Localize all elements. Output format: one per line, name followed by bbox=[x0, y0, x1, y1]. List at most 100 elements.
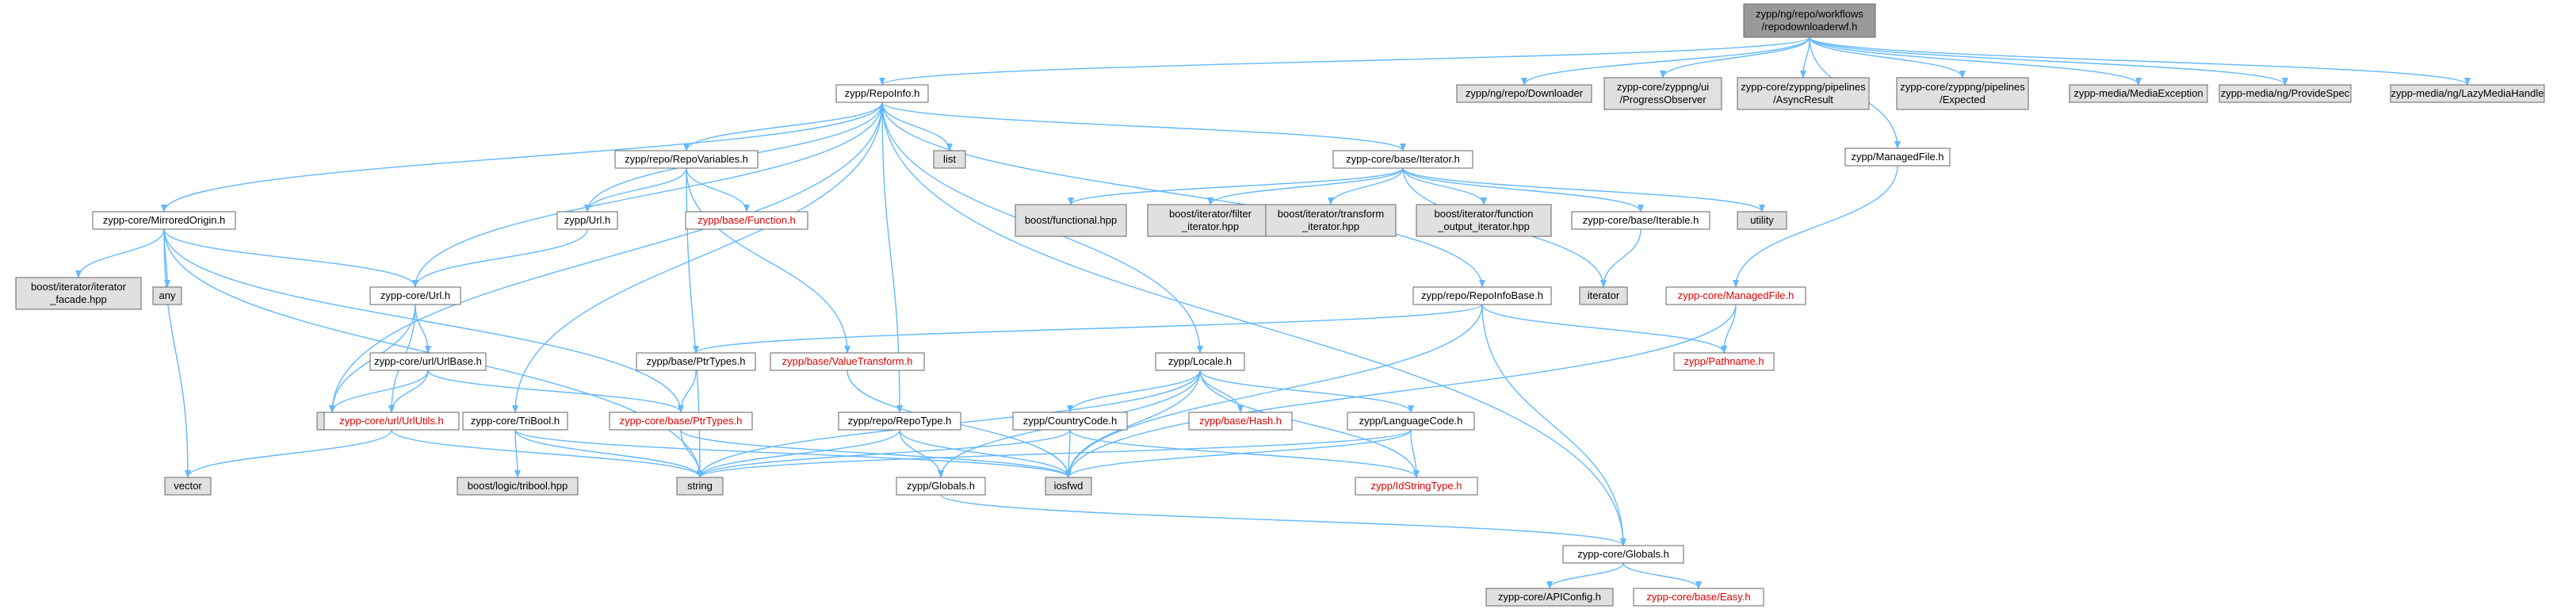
node-label-tribool: zypp-core/TriBool.h bbox=[471, 415, 560, 427]
node-baseeasy[interactable]: zypp-core/base/Easy.h bbox=[1633, 588, 1764, 607]
node-label-progobs: /ProgressObserver bbox=[1619, 94, 1707, 105]
node-label-providespec: zypp-media/ng/ProvideSpec bbox=[2221, 87, 2350, 99]
edge-iterator-to-funcoutiter bbox=[1402, 167, 1487, 205]
node-progobs[interactable]: zypp-core/zyppng/ui/ProgressObserver bbox=[1603, 77, 1722, 110]
node-coreglobals[interactable]: zypp-core/Globals.h bbox=[1562, 545, 1684, 564]
edge-repovars-to-basefunc bbox=[686, 167, 750, 213]
edge-iterator-to-filteriter bbox=[1207, 167, 1404, 205]
node-label-coremanaged: zypp-core/ManagedFile.h bbox=[1678, 289, 1794, 301]
edge-repoinfobase-to-coreglobals bbox=[1481, 304, 1626, 546]
node-root[interactable]: zypp/ng/repo/workflows/repodownloaderwf.… bbox=[1743, 3, 1876, 38]
node-valuetransform[interactable]: zypp/base/ValueTransform.h bbox=[770, 352, 925, 371]
node-urlutils[interactable]: zypp-core/url/UrlUtils.h bbox=[323, 412, 460, 431]
edge-repovars-to-valuetransform bbox=[686, 167, 850, 354]
node-label-baseptr: zypp/base/PtrTypes.h bbox=[646, 355, 745, 367]
node-booltri[interactable]: boost/logic/tribool.hpp bbox=[457, 477, 579, 496]
node-list[interactable]: list bbox=[933, 150, 966, 169]
node-label-mirrored: zypp-core/MirroredOrigin.h bbox=[103, 214, 226, 226]
node-managedfile[interactable]: zypp/ManagedFile.h bbox=[1844, 148, 1951, 167]
node-string[interactable]: string bbox=[676, 477, 724, 496]
node-filteriter[interactable]: boost/iterator/filter_iterator.hpp bbox=[1147, 204, 1274, 237]
edge-root-to-providespec bbox=[1809, 36, 2288, 86]
node-label-progobs: zypp-core/zyppng/ui bbox=[1617, 81, 1709, 93]
edge-globals-to-coreglobals bbox=[940, 494, 1626, 546]
node-repovars[interactable]: zypp/repo/RepoVariables.h bbox=[614, 150, 759, 169]
node-label-lazymedia: zypp-media/ng/LazyMediaHandle bbox=[2391, 87, 2544, 99]
node-label-asyncres: zypp-core/zyppng/pipelines bbox=[1741, 81, 1866, 93]
node-apiconfig[interactable]: zypp-core/APIConfig.h bbox=[1485, 588, 1614, 607]
node-label-filteriter: boost/iterator/filter bbox=[1169, 208, 1252, 220]
node-iosfwd[interactable]: iosfwd bbox=[1045, 477, 1092, 496]
edge-urlbase-to-set bbox=[329, 370, 429, 413]
node-utility[interactable]: utility bbox=[1737, 211, 1787, 230]
node-repotype[interactable]: zypp/repo/RepoType.h bbox=[838, 412, 961, 431]
edge-repotype-to-iosfwd bbox=[899, 429, 1072, 478]
node-mirrored[interactable]: zypp-core/MirroredOrigin.h bbox=[92, 211, 236, 230]
node-urlbase[interactable]: zypp-core/url/UrlBase.h bbox=[369, 352, 487, 371]
edge-repoinfo-to-mirrored bbox=[161, 102, 883, 213]
node-label-valuetransform: zypp/base/ValueTransform.h bbox=[782, 355, 913, 367]
node-box-coreglobals bbox=[1562, 545, 1684, 564]
node-box-iterator bbox=[1332, 150, 1473, 169]
node-tribool[interactable]: zypp-core/TriBool.h bbox=[462, 412, 568, 431]
node-label-iterfacade: _facade.hpp bbox=[49, 293, 107, 305]
edge-coreglobals-to-baseeasy bbox=[1622, 562, 1702, 589]
edge-coremanaged-to-iosfwd bbox=[1065, 304, 1737, 478]
node-coreptr[interactable]: zypp-core/base/PtrTypes.h bbox=[609, 412, 753, 431]
node-repoinfobase[interactable]: zypp/repo/RepoInfoBase.h bbox=[1412, 286, 1552, 305]
node-ngdownloader[interactable]: zypp/ng/repo/Downloader bbox=[1456, 84, 1592, 103]
node-idstring[interactable]: zypp/IdStringType.h bbox=[1355, 477, 1478, 496]
edges-layer bbox=[75, 36, 2471, 589]
node-asyncres[interactable]: zypp-core/zyppng/pipelines/AsyncResult bbox=[1737, 77, 1870, 110]
edge-root-to-ngdownloader bbox=[1521, 36, 1810, 86]
node-countrycode[interactable]: zypp/CountryCode.h bbox=[1012, 412, 1128, 431]
node-corefurl[interactable]: zypp-core/Url.h bbox=[369, 286, 461, 305]
node-providespec[interactable]: zypp-media/ng/ProvideSpec bbox=[2219, 84, 2352, 103]
node-box-iosfwd bbox=[1045, 477, 1092, 496]
node-repoinfo[interactable]: zypp/RepoInfo.h bbox=[835, 84, 929, 103]
edge-langcode-to-iosfwd bbox=[1065, 429, 1412, 478]
node-box-langcode bbox=[1347, 412, 1475, 431]
node-coremanaged[interactable]: zypp-core/ManagedFile.h bbox=[1665, 286, 1806, 305]
node-box-corefurl bbox=[369, 286, 461, 305]
edge-urlh-to-corefurl bbox=[412, 228, 588, 288]
node-box-booltri bbox=[457, 477, 579, 496]
node-box-baseeasy bbox=[1633, 588, 1764, 607]
node-iterator[interactable]: zypp-core/base/Iterator.h bbox=[1332, 150, 1473, 169]
node-langcode[interactable]: zypp/LanguageCode.h bbox=[1347, 412, 1475, 431]
edge-root-to-mediaexc bbox=[1809, 36, 2142, 86]
node-vector[interactable]: vector bbox=[164, 477, 212, 496]
edge-repoinfo-to-set bbox=[329, 102, 883, 413]
node-iterfacade[interactable]: boost/iterator/iterator_facade.hpp bbox=[15, 277, 142, 310]
node-box-coreptr bbox=[609, 412, 753, 431]
node-globals[interactable]: zypp/Globals.h bbox=[896, 477, 986, 496]
node-box-repovars bbox=[614, 150, 759, 169]
node-mediaexc[interactable]: zypp-media/MediaException bbox=[2069, 84, 2208, 103]
node-label-root: zypp/ng/repo/workflows bbox=[1756, 8, 1863, 20]
node-box-basehash bbox=[1188, 412, 1293, 431]
node-label-managedfile: zypp/ManagedFile.h bbox=[1851, 151, 1943, 163]
edge-coremanaged-to-pathname bbox=[1721, 304, 1737, 354]
edge-iterator-to-iterable bbox=[1402, 167, 1644, 213]
node-funcoutiter[interactable]: boost/iterator/function_output_iterator.… bbox=[1416, 204, 1552, 237]
node-box-boostfunc bbox=[1015, 204, 1127, 237]
node-urlh[interactable]: zypp/Url.h bbox=[556, 211, 618, 230]
node-lazymedia[interactable]: zypp-media/ng/LazyMediaHandle bbox=[2390, 84, 2545, 103]
node-basehash[interactable]: zypp/base/Hash.h bbox=[1188, 412, 1293, 431]
node-box-countrycode bbox=[1012, 412, 1128, 431]
node-iteratorstd[interactable]: iterator bbox=[1579, 286, 1628, 305]
node-expected[interactable]: zypp-core/zyppng/pipelines/Expected bbox=[1896, 77, 2029, 110]
node-baseptr[interactable]: zypp/base/PtrTypes.h bbox=[636, 352, 756, 371]
node-basefunc[interactable]: zypp/base/Function.h bbox=[685, 211, 808, 230]
node-iterable[interactable]: zypp-core/base/Iterable.h bbox=[1571, 211, 1710, 230]
edge-repoinfo-to-iterator bbox=[881, 102, 1406, 151]
node-box-repoinfobase bbox=[1412, 286, 1552, 305]
node-any[interactable]: any bbox=[152, 286, 182, 305]
node-label-expected: zypp-core/zyppng/pipelines bbox=[1900, 81, 2025, 93]
node-locale[interactable]: zypp/Locale.h bbox=[1155, 352, 1245, 371]
edge-repoinfobase-to-iosfwd bbox=[1065, 304, 1483, 478]
node-boostfunc[interactable]: boost/functional.hpp bbox=[1015, 204, 1127, 237]
node-transiter[interactable]: boost/iterator/transform_iterator.hpp bbox=[1265, 204, 1397, 237]
node-pathname[interactable]: zypp/Pathname.h bbox=[1673, 352, 1775, 371]
node-box-string bbox=[676, 477, 724, 496]
